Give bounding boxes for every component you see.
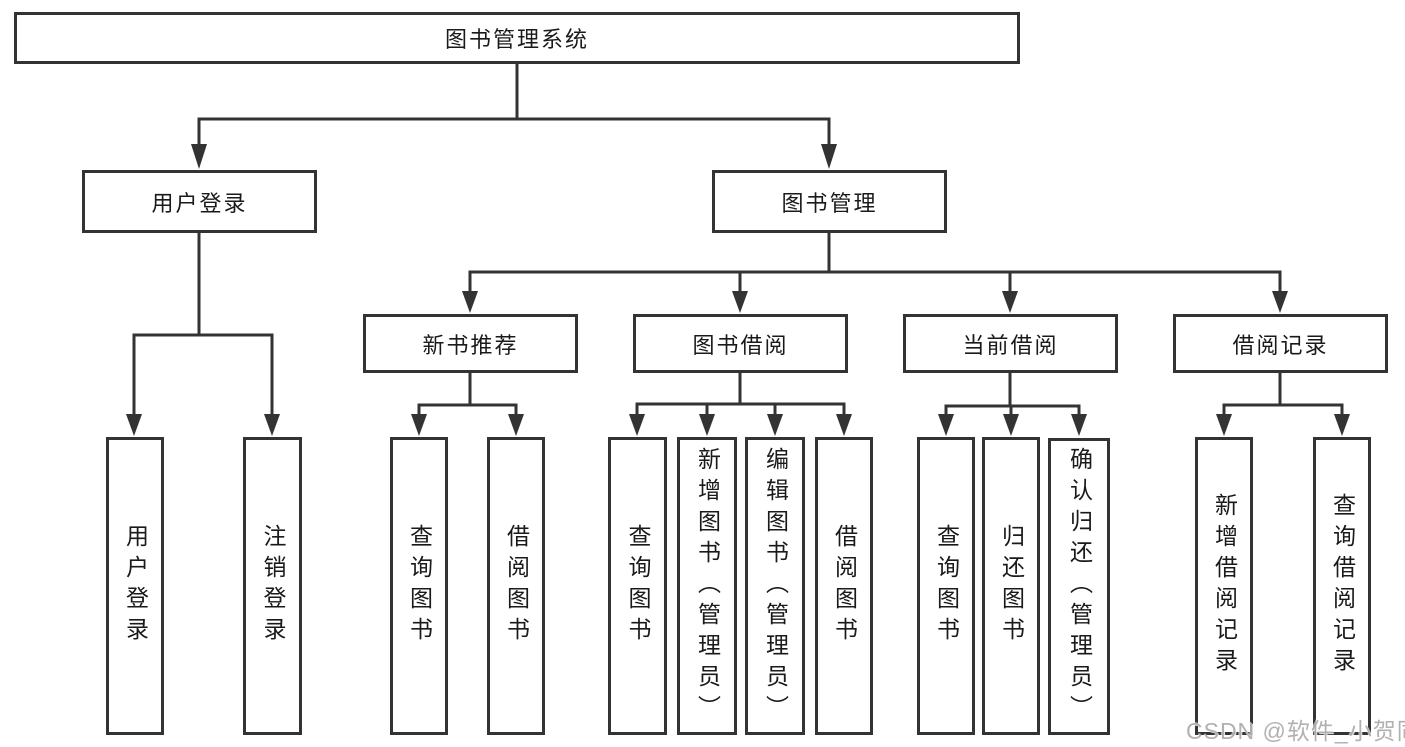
node-book-management: 图书管理	[712, 170, 947, 233]
node-label: 查询图书	[625, 524, 651, 648]
leaf-add-books-admin: 新增图书（管理员）	[677, 437, 737, 735]
node-label: 借阅记录	[1232, 332, 1329, 358]
node-label: 新书推荐	[422, 332, 519, 358]
arrowheads	[126, 144, 1350, 436]
node-label: 确认归还（管理员）	[1066, 447, 1093, 726]
node-label: 新增借阅记录	[1211, 493, 1238, 679]
node-label: 用户登录	[122, 524, 149, 648]
node-label: 图书管理	[781, 190, 878, 216]
leaf-logout: 注销登录	[243, 437, 302, 735]
node-label: 归还图书	[998, 524, 1025, 648]
leaf-return-books: 归还图书	[982, 437, 1040, 735]
node-label: 编辑图书（管理员）	[762, 446, 789, 726]
leaf-borrow-books: 借阅图书	[815, 437, 873, 735]
leaf-add-borrow-record: 新增借阅记录	[1195, 437, 1253, 735]
node-root: 图书管理系统	[14, 12, 1020, 64]
node-label: 新增图书（管理员）	[694, 446, 721, 726]
node-borrow-records: 借阅记录	[1173, 314, 1388, 373]
leaf-borrow-books-recommend: 借阅图书	[487, 437, 545, 735]
node-label: 当前借阅	[962, 332, 1059, 358]
leaf-query-borrow-record: 查询借阅记录	[1313, 437, 1371, 735]
node-label: 借阅图书	[503, 524, 530, 648]
leaf-edit-books-admin: 编辑图书（管理员）	[745, 437, 805, 735]
leaf-query-books-recommend: 查询图书	[390, 437, 448, 735]
node-new-book-recommend: 新书推荐	[363, 314, 578, 373]
node-current-borrow: 当前借阅	[903, 314, 1118, 373]
node-label: 查询图书	[933, 524, 960, 648]
node-label: 图书借阅	[692, 332, 789, 358]
node-label: 图书管理系统	[444, 27, 589, 52]
leaf-user-login: 用户登录	[106, 437, 164, 735]
node-label: 借阅图书	[831, 524, 858, 648]
node-label: 用户登录	[151, 190, 248, 216]
watermark: CSDN @软件_小贺同学	[1186, 718, 1405, 744]
node-user-login: 用户登录	[82, 170, 317, 233]
node-label: 查询图书	[406, 524, 433, 648]
node-label: 查询借阅记录	[1329, 493, 1356, 679]
leaf-query-books-current: 查询图书	[917, 437, 975, 735]
node-label: 注销登录	[260, 524, 286, 648]
leaf-confirm-return-admin: 确认归还（管理员）	[1048, 438, 1110, 735]
leaf-query-books-borrow: 查询图书	[608, 437, 667, 735]
node-book-borrow: 图书借阅	[633, 314, 848, 373]
